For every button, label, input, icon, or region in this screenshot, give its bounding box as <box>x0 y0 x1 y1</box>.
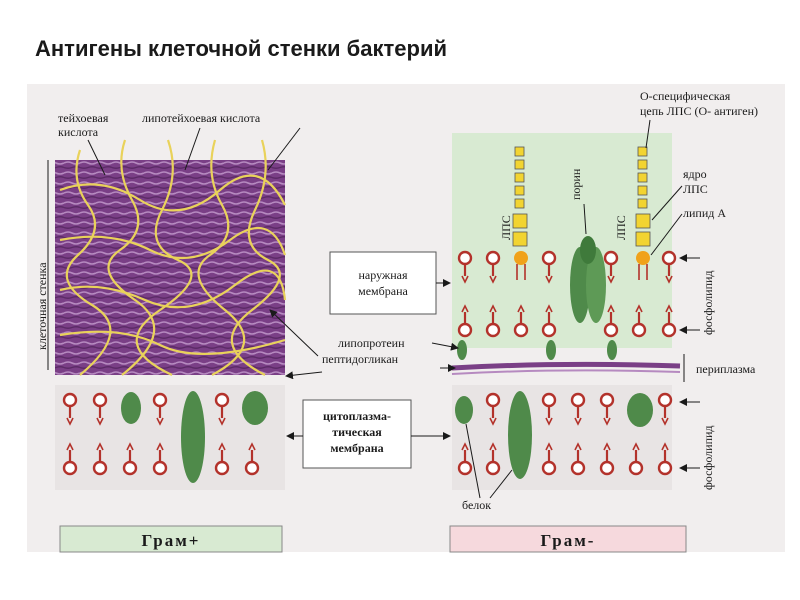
periplasm-label: периплазма <box>696 362 756 376</box>
lipoprotein <box>607 340 617 360</box>
cytoplasmic-label-1: цитоплазма- <box>323 409 391 423</box>
cytoplasmic-label-3: мембрана <box>330 441 383 455</box>
lps-chain-right <box>635 146 651 280</box>
core-label-1: ядро <box>683 167 707 181</box>
phospholipid-label-top: фосфолипид <box>701 270 715 335</box>
lps-chain-left <box>512 146 528 280</box>
lipoprotein <box>457 340 467 360</box>
lps-region-gram-negative <box>452 133 672 348</box>
lipoteichoic-pointer <box>184 127 201 171</box>
outer-membrane-label-2: мембрана <box>358 284 408 298</box>
phospholipid-label-bottom: фосфолипид <box>701 425 715 490</box>
teichoic-pointer <box>87 139 106 176</box>
membrane-protein <box>121 392 141 424</box>
outer-membrane-label-1: наружная <box>359 268 408 282</box>
membrane-protein <box>627 393 653 427</box>
peptidoglycan-layer-gram-negative <box>451 361 681 371</box>
lps-label-right: ЛПС <box>614 215 628 240</box>
teichoic-label-2: кислота <box>58 125 99 139</box>
protein-label: белок <box>462 498 491 512</box>
membrane-protein <box>508 391 532 479</box>
gram-positive-label: Грам+ <box>142 531 201 550</box>
membrane-protein <box>181 391 205 483</box>
gram-positive-bar <box>59 525 283 553</box>
cytoplasmic-membrane-box <box>302 399 412 469</box>
lps-label-left: ЛПС <box>499 215 513 240</box>
teichoic-acid-strands <box>59 139 287 376</box>
membrane-protein <box>455 396 473 424</box>
teichoic-label-1: тейхоевая <box>58 111 109 125</box>
gram-negative-bar <box>449 525 687 553</box>
membrane-protein <box>242 391 268 425</box>
outer-membrane-box <box>329 251 437 315</box>
lipoprotein <box>546 340 556 360</box>
cell-wall-label: клеточная стенка <box>35 262 49 350</box>
gram-negative-label: Грам- <box>541 531 596 550</box>
lipoteichoic-label: липотейхоевая кислота <box>142 111 261 125</box>
peptidoglycan-layer-gram-positive <box>55 160 285 375</box>
lipid-a-label: липид А <box>683 206 726 220</box>
slide-title: Антигены клеточной стенки бактерий <box>35 36 447 61</box>
core-label-2: ЛПС <box>683 182 708 196</box>
lipoteichoic-pointer-2 <box>267 127 301 171</box>
porin-label: порин <box>569 168 583 200</box>
lipoprotein-label: липопротеин <box>338 336 405 350</box>
cytoplasmic-label-2: тическая <box>332 425 382 439</box>
porin-protein <box>570 236 606 323</box>
o-chain-label-2: цепь ЛПС (О- антиген) <box>640 104 758 118</box>
peptidoglycan-label: пептидогликан <box>322 352 399 366</box>
o-chain-label-1: О-специфическая <box>640 89 731 103</box>
